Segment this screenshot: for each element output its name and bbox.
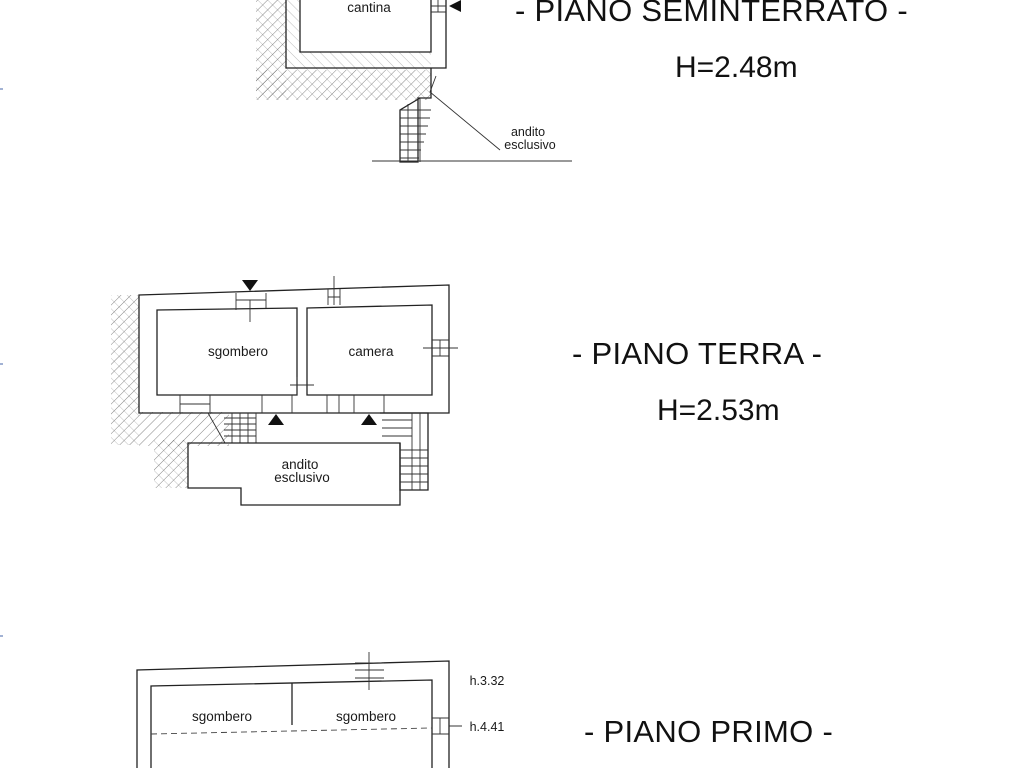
- entrance-arrow: [449, 0, 461, 12]
- room-label-sgombero-2: sgombero: [336, 709, 396, 724]
- stair-right: [380, 412, 429, 491]
- edge-marks: [0, 88, 3, 637]
- door-marks: [261, 395, 385, 413]
- outer-wall: [138, 284, 450, 414]
- inner-wall: [299, 0, 432, 53]
- floor-height-terra: H=2.53m: [657, 394, 780, 427]
- stair-treads: [400, 98, 431, 162]
- room-camera-walls: [306, 304, 433, 396]
- window-mark: [423, 339, 458, 357]
- room-label-camera: camera: [348, 344, 394, 359]
- room-interior: [300, 0, 432, 52]
- room-label-sgombero: sgombero: [208, 344, 268, 359]
- window-mark: [179, 395, 211, 413]
- floor-title-primo: - PIANO PRIMO -: [584, 714, 834, 749]
- note-label-line1: andito: [282, 457, 319, 472]
- outer-wall: [136, 660, 450, 768]
- level-label-upper: h.3.32: [470, 674, 505, 688]
- note-label-line1: andito: [511, 125, 545, 139]
- plan-seminterrato: cantina andito esclusivo: [256, 0, 572, 163]
- roof-slope-line: [150, 727, 433, 735]
- outer-wall: [285, 0, 447, 69]
- entrance-arrow: [242, 280, 258, 291]
- window-mark: [432, 717, 462, 735]
- plan-primo: sgombero sgombero h.3.32 h.4.41: [136, 652, 505, 768]
- floor-height-seminterrato: H=2.48m: [675, 51, 798, 84]
- floor-title-seminterrato: - PIANO SEMINTERRATO -: [515, 0, 908, 28]
- level-label-lower: h.4.41: [470, 720, 505, 734]
- window-mark: [327, 276, 341, 305]
- plan-terra: sgombero camera andito esclusivo: [111, 276, 458, 506]
- note-label-line2: esclusivo: [504, 138, 555, 152]
- window-mark: [355, 652, 384, 690]
- window-mark: [235, 293, 267, 322]
- entrance-arrow: [361, 414, 377, 425]
- entrance-arrow: [268, 414, 284, 425]
- leader-line: [429, 75, 501, 151]
- window-mark: [431, 0, 446, 13]
- note-label-line2: esclusivo: [274, 470, 330, 485]
- room-label-sgombero-1: sgombero: [192, 709, 252, 724]
- room-label-cantina: cantina: [347, 0, 391, 15]
- stair-left: [207, 412, 257, 444]
- floor-title-terra: - PIANO TERRA -: [572, 336, 823, 371]
